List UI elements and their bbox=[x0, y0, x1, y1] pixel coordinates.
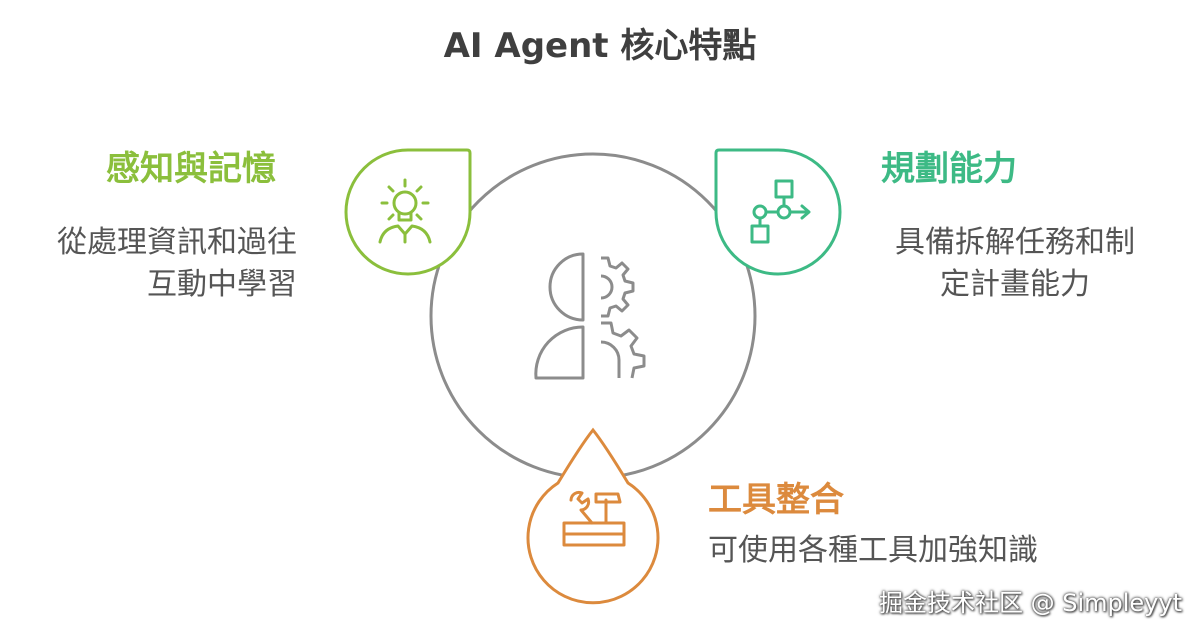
planning-heading: 規劃能力 bbox=[881, 149, 1017, 189]
perception-desc-line-1: 從處理資訊和過往 bbox=[57, 225, 297, 260]
tools-heading: 工具整合 bbox=[708, 480, 844, 520]
planning-desc-line-2: 定計畫能力 bbox=[940, 267, 1090, 302]
planning-description: 具備拆解任務和制 定計畫能力 bbox=[895, 222, 1135, 306]
tools-drop bbox=[526, 427, 660, 605]
person-gears-icon bbox=[534, 252, 646, 380]
perception-drop bbox=[344, 148, 472, 276]
tools-description: 可使用各種工具加強知識 bbox=[708, 530, 1038, 572]
lightbulb-person-icon bbox=[378, 178, 432, 244]
perception-desc-line-2: 互動中學習 bbox=[147, 267, 297, 302]
perception-heading: 感知與記憶 bbox=[106, 149, 276, 189]
toolbox-icon bbox=[562, 490, 626, 547]
perception-description: 從處理資訊和過往 互動中學習 bbox=[57, 222, 297, 306]
planning-desc-line-1: 具備拆解任務和制 bbox=[895, 225, 1135, 260]
watermark: 掘金技术社区 @ Simpleyyt bbox=[878, 589, 1182, 617]
tools-desc-line-1: 可使用各種工具加強知識 bbox=[708, 533, 1038, 568]
diagram-title: AI Agent 核心特點 bbox=[443, 26, 757, 66]
flowchart-icon bbox=[750, 179, 811, 244]
